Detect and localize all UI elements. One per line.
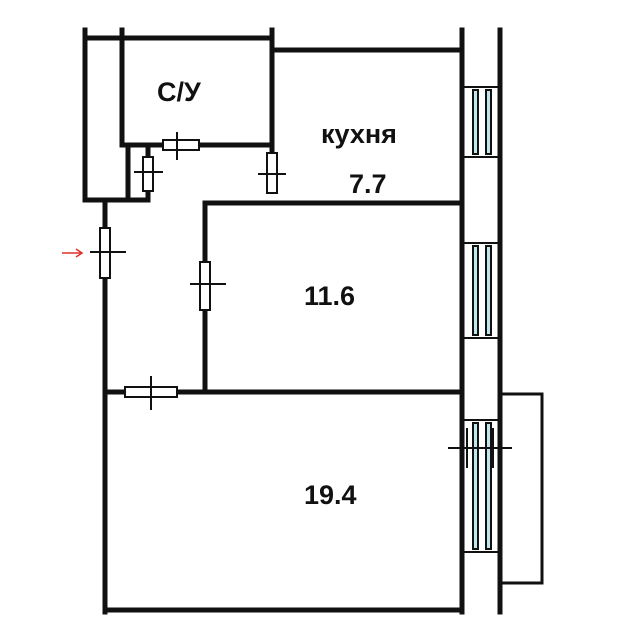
middle-room-area: 11.6 bbox=[304, 281, 355, 311]
large-room-area: 19.4 bbox=[304, 480, 357, 510]
balcony bbox=[500, 392, 544, 585]
kitchen-walls bbox=[202, 47, 465, 206]
exterior-wall bbox=[459, 27, 503, 615]
door-middle-room bbox=[190, 261, 226, 311]
arrow-right-icon bbox=[62, 248, 84, 258]
window-middle-room bbox=[462, 242, 500, 339]
kitchen-area: 7.7 bbox=[349, 169, 387, 199]
door-bathroom bbox=[162, 132, 200, 160]
ventilation-shaft bbox=[82, 27, 275, 203]
window-kitchen bbox=[462, 86, 500, 158]
kitchen-label: кухня bbox=[321, 119, 397, 149]
bathroom-walls bbox=[82, 27, 275, 203]
door-kitchen bbox=[258, 152, 286, 194]
window-large-room bbox=[448, 419, 512, 553]
interior-walls bbox=[102, 200, 465, 615]
door-large-room bbox=[124, 376, 178, 410]
door-bathroom-side bbox=[134, 156, 163, 192]
bathroom-label: С/У bbox=[157, 77, 202, 107]
door-entrance bbox=[90, 227, 126, 279]
